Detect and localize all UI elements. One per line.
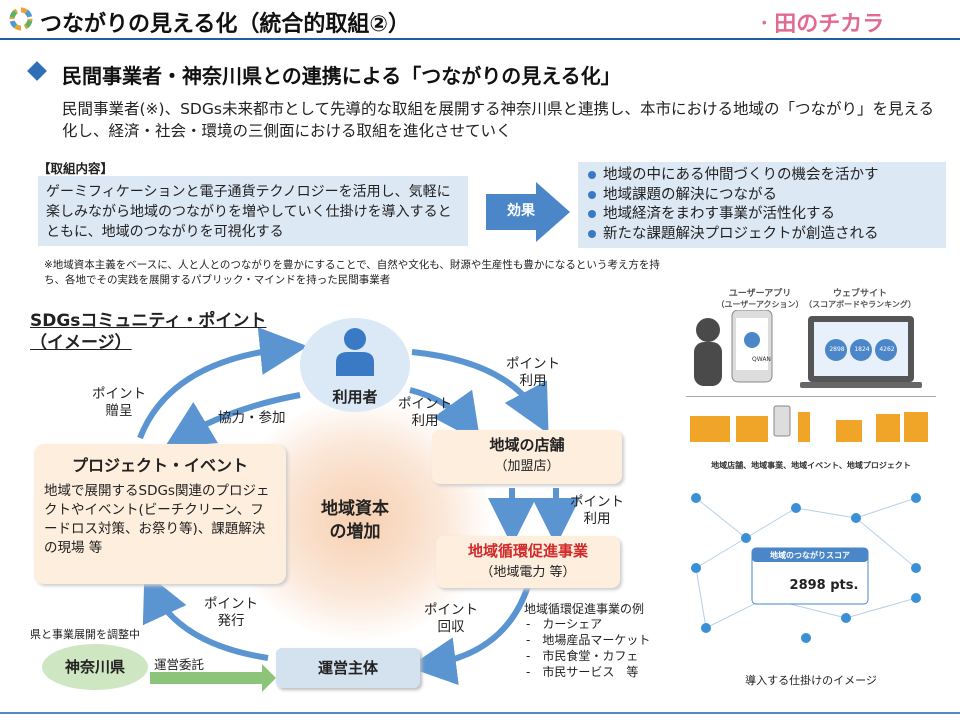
point-use-label-2: ポイント 利用 bbox=[398, 396, 452, 429]
effect-arrow-icon bbox=[486, 182, 570, 242]
section-heading: 民間事業者・神奈川県との連携による「つながりの見える化」 bbox=[62, 64, 621, 88]
delegate-label: 運営委託 bbox=[154, 657, 205, 672]
operator-box: 運営主体 bbox=[276, 648, 420, 688]
effect-arrow-label: 効果 bbox=[507, 203, 535, 219]
user-label: 利用者 bbox=[332, 388, 378, 406]
website-label: ウェブサイト （スコアボードやランキング） bbox=[804, 289, 916, 309]
shop-sub: （加盟店） bbox=[494, 459, 560, 474]
list-item: - 市民食堂・カフェ bbox=[526, 649, 639, 663]
content-label: 【取組内容】 bbox=[38, 161, 114, 176]
examples-title: 地域循環促進事業の例 bbox=[524, 602, 645, 616]
divider bbox=[686, 396, 936, 397]
project-title: プロジェクト・イベント bbox=[71, 456, 248, 475]
ring-logo-icon bbox=[9, 7, 33, 31]
intro-text: 民間事業者(※)、SDGs未来都市として先導的な取組を展開する神奈川県と連携し、… bbox=[62, 100, 935, 140]
list-item: - 地場産品マーケット bbox=[526, 633, 651, 647]
shop-box: 地域の店舗 （加盟店） bbox=[432, 430, 622, 484]
point-use-label-1: ポイント 利用 bbox=[506, 356, 560, 389]
point-use-label-3: ポイント 利用 bbox=[570, 494, 624, 527]
effects-list: 地域の中にある仲間づくりの機会を活かす 地域課題の解決につながる 地域経済をまわ… bbox=[578, 162, 946, 248]
header-bar bbox=[0, 0, 960, 40]
app-name: QWAN bbox=[752, 356, 771, 363]
content-body: ゲーミフィケーションと電子通貨テクノロジーを活用し、気軽に楽しみながら地域のつな… bbox=[38, 176, 468, 246]
effect-item: 地域課題の解決につながる bbox=[588, 186, 936, 206]
categories-label: 地域店舗、地域事業、地域イベント、地域プロジェクト bbox=[711, 461, 911, 470]
center-label: 地域資本 の増加 bbox=[321, 499, 389, 542]
loop-title: 地域循環促進事業 bbox=[467, 542, 588, 560]
user-app-label: ユーザーアプリ （ユーザーアクション） bbox=[716, 289, 804, 309]
effect-item: 地域経済をまわす事業が活性化する bbox=[588, 205, 936, 225]
cooperate-label: 協力・参加 bbox=[218, 410, 286, 426]
shop-title: 地域の店舗 bbox=[489, 436, 565, 454]
project-box: プロジェクト・イベント 地域で展開するSDGs関連のプロジェクトやイベント(ビー… bbox=[34, 444, 286, 584]
loop-box: 地域循環促進事業 （地域電力 等） bbox=[436, 536, 620, 588]
effect-item: 新たな課題解決プロジェクトが創造される bbox=[588, 225, 936, 245]
person-icon bbox=[336, 328, 374, 376]
app-and-web-illustration bbox=[694, 310, 922, 388]
score-panel-title: 地域のつながりスコア bbox=[770, 551, 850, 560]
loop-sub: （地域電力 等） bbox=[480, 565, 576, 580]
network-illustration bbox=[691, 493, 921, 643]
kanagawa-node: 神奈川県 bbox=[42, 644, 148, 690]
examples-list: - カーシェア - 地場産品マーケット - 市民食堂・カフェ - 市民サービス … bbox=[526, 616, 650, 680]
point-issue-label: ポイント 発行 bbox=[204, 596, 258, 629]
right-caption: 導入する仕掛けのイメージ bbox=[745, 674, 877, 687]
point-collect-label: ポイント 回収 bbox=[424, 602, 478, 635]
diagram-title: SDGsコミュニティ・ポイント （イメージ） bbox=[30, 311, 267, 353]
list-item: - 市民サービス 等 bbox=[526, 665, 639, 679]
brand-logo: ㆍ田のチカラ bbox=[754, 12, 885, 37]
score-panel-value: 2898 pts. bbox=[789, 578, 859, 593]
point-gift-label: ポイント 贈呈 bbox=[92, 386, 146, 419]
footer-line bbox=[0, 712, 960, 720]
kanagawa-note: 県と事業展開を調整中 bbox=[30, 628, 140, 641]
list-item: - カーシェア bbox=[526, 617, 603, 631]
score-1: 2898 bbox=[829, 346, 845, 353]
effect-item: 地域の中にある仲間づくりの機会を活かす bbox=[588, 166, 936, 186]
footnote: ※地域資本主義をベースに、人と人とのつながりを豊かにすることで、自然や文化も、財… bbox=[44, 259, 660, 286]
page-title: つながりの見える化（統合的取組②） bbox=[40, 12, 410, 37]
category-icons bbox=[690, 405, 928, 442]
score-3: 4262 bbox=[879, 346, 895, 353]
project-body: 地域で展開するSDGs関連のプロジェクトやイベント(ビーチクリーン、フードロス対… bbox=[44, 483, 270, 556]
score-2: 1824 bbox=[854, 346, 870, 353]
